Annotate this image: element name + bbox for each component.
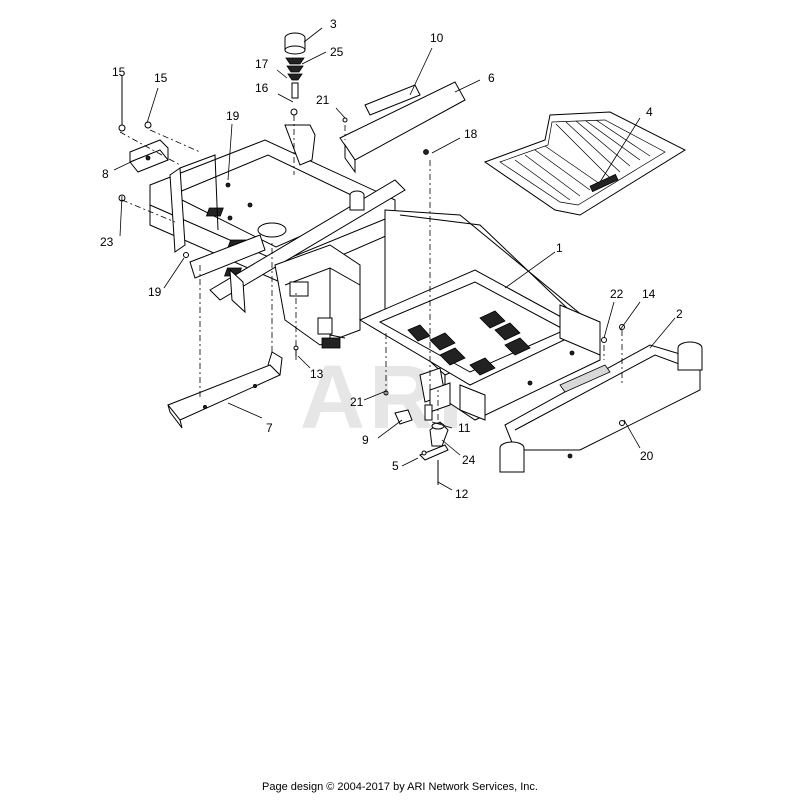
callout-16: 16 bbox=[255, 81, 269, 95]
callout-5: 5 bbox=[392, 459, 399, 473]
callout-9: 9 bbox=[362, 433, 369, 447]
seat-spring-assembly bbox=[284, 32, 365, 211]
seat-plate bbox=[339, 81, 466, 174]
copyright-footer: Page design © 2004-2017 by ARI Network S… bbox=[262, 781, 538, 793]
callout-15b: 15 bbox=[154, 71, 168, 85]
leader-lines bbox=[113, 27, 676, 491]
callout-6: 6 bbox=[488, 71, 495, 85]
callout-14: 14 bbox=[642, 287, 656, 301]
callout-15: 15 bbox=[112, 65, 126, 79]
callout-24: 24 bbox=[462, 453, 476, 467]
callout-20: 20 bbox=[640, 449, 654, 463]
callout-4: 4 bbox=[646, 105, 653, 119]
callout-1: 1 bbox=[556, 241, 563, 255]
floor-mat bbox=[483, 111, 687, 216]
assembly-lines bbox=[119, 115, 623, 420]
callout-19b: 19 bbox=[148, 285, 162, 299]
front-bracket bbox=[499, 341, 703, 473]
main-frame bbox=[149, 139, 601, 421]
callout-21: 21 bbox=[316, 93, 330, 107]
callout-17: 17 bbox=[255, 57, 269, 71]
callout-22: 22 bbox=[610, 287, 624, 301]
callout-11: 11 bbox=[458, 421, 471, 435]
callout-19: 19 bbox=[226, 109, 240, 123]
callout-8: 8 bbox=[102, 167, 109, 181]
callout-2: 2 bbox=[676, 307, 683, 321]
callout-18: 18 bbox=[464, 127, 478, 141]
callout-labels: 1 2 3 4 5 6 7 8 9 10 11 12 13 14 15 15 1… bbox=[100, 17, 683, 501]
callout-25: 25 bbox=[330, 45, 344, 59]
callout-10: 10 bbox=[430, 31, 444, 45]
bottom-shield bbox=[167, 351, 283, 429]
callout-13: 13 bbox=[310, 367, 324, 381]
callout-7: 7 bbox=[266, 421, 273, 435]
callout-12: 12 bbox=[455, 487, 469, 501]
callout-3: 3 bbox=[330, 17, 337, 31]
callout-21b: 21 bbox=[350, 395, 364, 409]
callout-23: 23 bbox=[100, 235, 114, 249]
